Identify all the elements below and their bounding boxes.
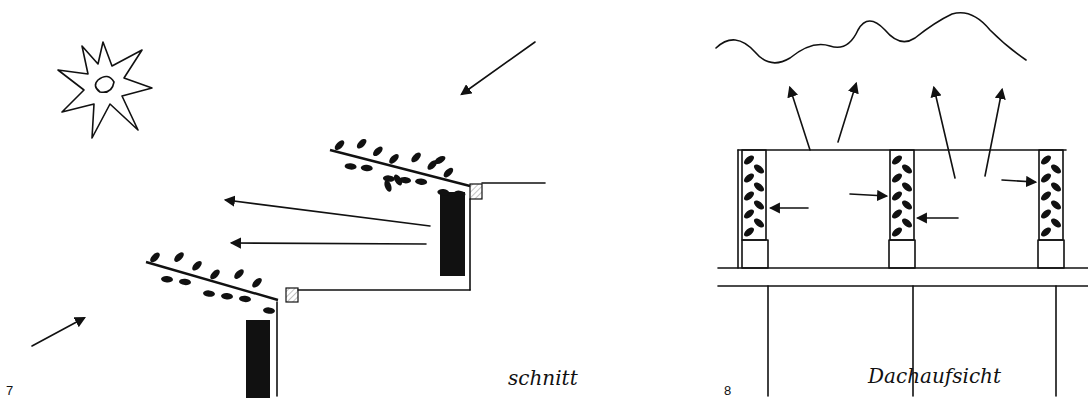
- leaf: [203, 290, 216, 297]
- leaf: [392, 173, 404, 187]
- leaf: [232, 268, 245, 281]
- leaf: [742, 190, 755, 203]
- view-arrow: [838, 84, 856, 142]
- leaf: [1039, 208, 1052, 221]
- wind-arrow: [1002, 180, 1035, 182]
- leaf: [742, 172, 755, 185]
- leaf: [890, 172, 903, 185]
- leaf: [190, 259, 203, 272]
- leaf: [172, 251, 185, 264]
- leaf: [1049, 163, 1062, 176]
- planter-base: [742, 240, 768, 268]
- view-title: schnitt: [508, 368, 578, 388]
- leaf: [360, 164, 373, 171]
- leaf: [1049, 217, 1062, 230]
- leaf: [900, 199, 913, 212]
- leaf: [387, 152, 400, 165]
- upper-slab: [482, 182, 545, 184]
- planter: [742, 150, 766, 240]
- leaf: [410, 151, 423, 164]
- leaf: [1039, 172, 1052, 185]
- view-arrow: [232, 243, 426, 244]
- planter-base: [1038, 240, 1064, 268]
- leaf: [752, 199, 765, 212]
- slab-edge: [470, 184, 482, 199]
- parapet-wall: [246, 320, 270, 398]
- leaf: [890, 226, 903, 239]
- leaf: [890, 190, 903, 203]
- leaf: [179, 278, 192, 285]
- leaf: [371, 145, 384, 158]
- wall-line: [1055, 286, 1057, 396]
- wall-line: [469, 199, 471, 290]
- leaf: [752, 181, 765, 194]
- leaf: [1039, 154, 1052, 167]
- foliage: [148, 137, 1062, 314]
- wind-arrow: [850, 194, 886, 196]
- view-title: Dachaufsicht: [868, 366, 1001, 386]
- wind-arrow: [771, 207, 808, 209]
- parapet-wall: [440, 192, 465, 276]
- plant-branch: [146, 262, 278, 300]
- leaf: [250, 276, 263, 289]
- leaf: [752, 163, 765, 176]
- wall-line: [276, 302, 278, 396]
- planter-base: [889, 240, 915, 268]
- leaf: [742, 208, 755, 221]
- leaf: [742, 154, 755, 167]
- leaf: [383, 175, 396, 182]
- sun: [58, 42, 152, 138]
- lower-slab: [298, 289, 470, 291]
- wind-arrow: [462, 42, 535, 94]
- leaf: [383, 179, 393, 192]
- roof-edge: [737, 150, 739, 268]
- view-arrow: [934, 88, 955, 178]
- wall-line: [767, 286, 769, 396]
- leaf: [433, 154, 447, 166]
- planter: [1039, 150, 1063, 240]
- leaf: [442, 166, 455, 179]
- leaf: [161, 276, 174, 283]
- slab-edge: [286, 288, 298, 302]
- leaf: [1049, 181, 1062, 194]
- view-arrow: [790, 88, 810, 150]
- leaf: [1039, 190, 1052, 203]
- facade-line: [718, 285, 1088, 287]
- leaf: [148, 251, 161, 264]
- leaf: [900, 163, 913, 176]
- leaf: [437, 189, 450, 196]
- sun-core: [95, 76, 114, 92]
- leaf: [900, 181, 913, 194]
- leaf: [1039, 226, 1052, 239]
- leaf: [221, 293, 234, 300]
- figure-number: 7: [6, 384, 13, 397]
- view-arrow: [226, 200, 430, 226]
- mountain-silhouette: [716, 13, 1026, 63]
- leaf: [1049, 199, 1062, 212]
- leaf: [208, 268, 221, 281]
- leaf: [355, 137, 368, 150]
- leaf: [263, 307, 276, 314]
- planter: [890, 150, 914, 240]
- leaf: [333, 139, 346, 152]
- leaf: [344, 163, 357, 170]
- wind-arrow: [918, 217, 958, 219]
- wind-arrow: [32, 318, 84, 346]
- view-arrow: [985, 90, 1002, 176]
- leaf: [415, 178, 428, 185]
- leaf: [239, 295, 252, 302]
- leaf: [900, 217, 913, 230]
- leaf: [890, 208, 903, 221]
- figure-number: 8: [724, 384, 731, 397]
- leaf: [752, 217, 765, 230]
- leaf: [890, 154, 903, 167]
- leaf: [742, 226, 755, 239]
- plant-branch: [330, 150, 470, 186]
- leaf: [453, 190, 466, 197]
